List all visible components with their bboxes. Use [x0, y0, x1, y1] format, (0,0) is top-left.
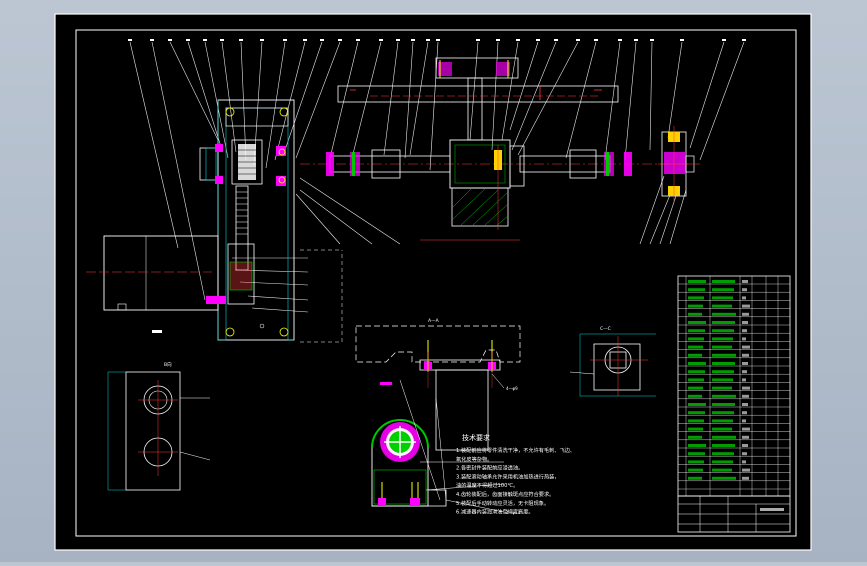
leader-tick-marks [128, 39, 746, 41]
tech-note-line: 6.减速器内装润滑油至规定高度。 [456, 508, 534, 516]
dimension-label-2: 4—φ11 [506, 510, 521, 515]
dimension-label-1: 4—φ9 [506, 386, 518, 391]
tech-requirements-notes: 1.装配前应将零件清洗干净，不允许有毛刺、飞边、 氧化皮等杂物。2.各密封件装配… [456, 446, 575, 516]
motor [86, 235, 226, 333]
title-block [677, 495, 791, 533]
tech-note-line: 2.各密封件装配前应浸透油。 [456, 464, 523, 472]
tech-note-line: 1.装配前应将零件清洗干净，不允许有毛刺、飞边、 [456, 446, 575, 454]
section-a-support [355, 325, 521, 513]
tech-note-line: 氧化皮等杂物。 [456, 455, 492, 463]
view-b-label: B向 [164, 361, 172, 368]
view-c-label: C—C [600, 326, 611, 332]
gearbox-housing [199, 99, 295, 341]
tech-note-line: 3.装配滚动轴承允许采用机油加热进行热装， [456, 472, 560, 480]
tech-note-line: 油的温度不得超过100℃。 [456, 481, 518, 489]
carriage-assembly [337, 57, 619, 141]
lead-screw [300, 139, 690, 230]
end-bearing [658, 126, 700, 202]
parts-list-table [677, 275, 791, 497]
drawing-sheet [54, 13, 812, 551]
tech-note-line: 4.齿轮装配后，齿面接触斑点应符合要求。 [456, 490, 554, 498]
section-a-label: A—A [428, 318, 440, 324]
view-b-plate [107, 371, 211, 491]
drawing-border [75, 29, 797, 537]
tech-requirements-title: 技术要求 [462, 433, 490, 442]
view-c-housing [569, 333, 656, 397]
tech-note-line: 5.装配后手动转动应灵活，无卡阻现象。 [456, 499, 549, 507]
